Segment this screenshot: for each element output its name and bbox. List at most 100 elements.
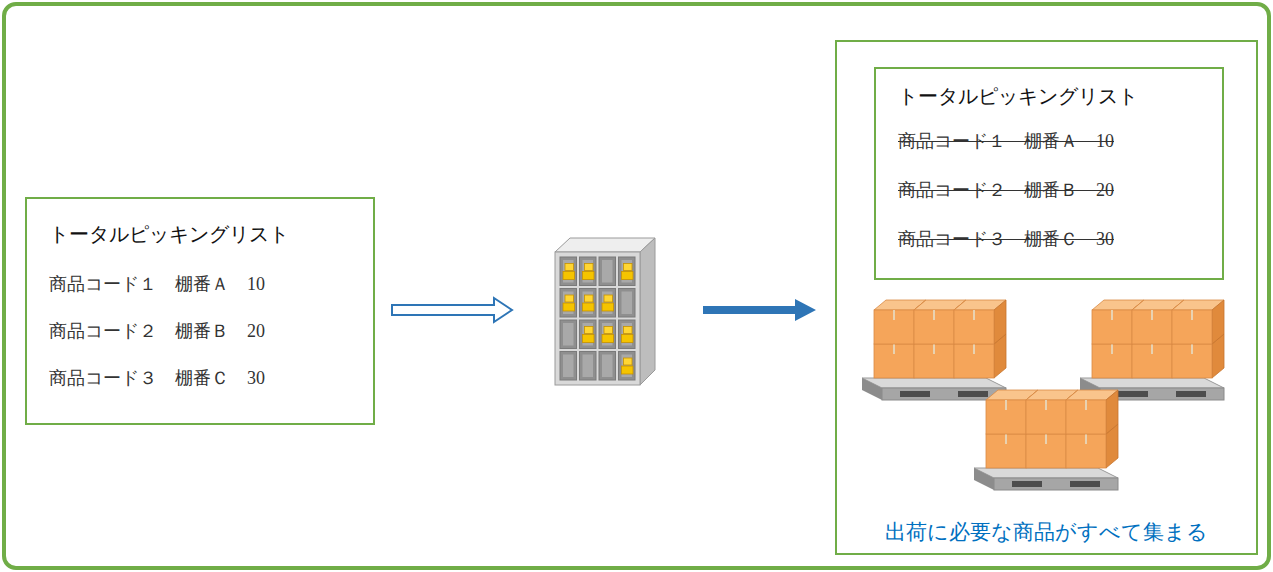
pallet-front xyxy=(882,388,1006,400)
box-tape xyxy=(893,344,895,354)
box-tape xyxy=(973,310,975,320)
box-front xyxy=(874,344,914,378)
cubby-back xyxy=(583,292,594,315)
picking-list-box: トータルピッキングリスト商品コード１ 棚番Ａ 10商品コード２ 棚番Ｂ 20商品… xyxy=(874,67,1224,280)
shelf-cubby xyxy=(560,320,577,349)
pallet-side xyxy=(862,378,882,400)
pallet-top xyxy=(862,378,1006,388)
box-front xyxy=(1066,400,1106,434)
shelf-cubby xyxy=(599,289,616,318)
box-front xyxy=(986,400,1026,434)
box-front xyxy=(1132,344,1172,378)
shelf-item xyxy=(624,264,633,271)
pallet-illustration xyxy=(1080,300,1224,400)
pallet-slot xyxy=(958,391,988,397)
box-tape xyxy=(1085,434,1087,444)
shelf-item xyxy=(565,264,574,271)
outer-frame xyxy=(4,4,1269,568)
pallet-illustration xyxy=(974,390,1118,490)
shelf-item xyxy=(585,327,594,334)
box-front xyxy=(1132,310,1172,344)
box-front xyxy=(954,344,994,378)
shelf-cubby xyxy=(580,352,597,381)
shelf-item xyxy=(604,327,613,334)
cubby-back xyxy=(622,323,633,346)
shelf-cubby xyxy=(560,289,577,318)
box-tape xyxy=(1191,310,1193,320)
result-panel: 出荷に必要な商品がすべて集まる トータルピッキングリスト商品コード１ 棚番Ａ 10… xyxy=(835,40,1258,555)
box-tape xyxy=(1151,310,1153,320)
list-heading: トータルピッキングリスト xyxy=(898,81,1138,111)
pallet-slot xyxy=(900,391,930,397)
pallet-slot xyxy=(1176,391,1206,397)
shelf-cubby xyxy=(619,320,636,349)
hollow-arrow xyxy=(392,298,512,322)
list-item: 商品コード１ 棚番Ａ 10 xyxy=(898,117,1114,166)
pallet-illustration xyxy=(862,300,1006,400)
box-front xyxy=(914,310,954,344)
cubby-back xyxy=(583,260,594,283)
cubby-back xyxy=(602,323,613,346)
box-front xyxy=(1066,434,1106,468)
shelf-cubby xyxy=(560,352,577,381)
shelf-item xyxy=(624,358,633,365)
shelf-item xyxy=(602,303,614,311)
pallet-top xyxy=(1080,378,1224,388)
box-side xyxy=(994,300,1006,344)
cubby-back xyxy=(563,292,574,315)
cubby-back xyxy=(563,323,574,346)
box-tape xyxy=(1151,344,1153,354)
shelf-item xyxy=(622,272,634,280)
cubby-back xyxy=(563,355,574,378)
shelf-item xyxy=(583,303,595,311)
list-item: 商品コード２ 棚番Ｂ 20 xyxy=(49,308,265,355)
cubby-back xyxy=(622,355,633,378)
box-tape xyxy=(933,344,935,354)
box-tape xyxy=(1085,400,1087,410)
shelf-item xyxy=(604,295,613,302)
pallet-slot xyxy=(1070,481,1100,487)
pallet-side xyxy=(974,468,994,490)
box-side xyxy=(1212,300,1224,344)
shelf-item xyxy=(583,335,595,343)
shelf-item xyxy=(563,303,575,311)
pallet-slot xyxy=(1118,391,1148,397)
box-front xyxy=(986,434,1026,468)
shelf-item xyxy=(602,335,614,343)
shelf-item xyxy=(563,272,575,280)
pallet-top xyxy=(974,468,1118,478)
shelf-cubby xyxy=(599,257,616,286)
box-front xyxy=(1092,344,1132,378)
cubby-back xyxy=(583,355,594,378)
list-heading: トータルピッキングリスト xyxy=(49,219,289,249)
box-tape xyxy=(1045,434,1047,444)
result-caption: 出荷に必要な商品がすべて集まる xyxy=(885,517,1208,547)
box-side xyxy=(1106,390,1118,434)
shelf-cubby xyxy=(619,352,636,381)
solid-arrow xyxy=(703,299,816,321)
cubby-back xyxy=(602,260,613,283)
shelf-cubby xyxy=(599,352,616,381)
box-front xyxy=(1026,434,1066,468)
shelf-item xyxy=(585,264,594,271)
shelf-item xyxy=(622,335,634,343)
box-tape xyxy=(1005,400,1007,410)
list-item: 商品コード２ 棚番Ｂ 20 xyxy=(898,166,1114,215)
shelf-cubby xyxy=(560,257,577,286)
pallet-slot xyxy=(1012,481,1042,487)
box-tape xyxy=(893,310,895,320)
box-front xyxy=(1172,344,1212,378)
shelf-top xyxy=(555,238,655,252)
shelf-item xyxy=(624,327,633,334)
box-front xyxy=(1172,310,1212,344)
box-front xyxy=(874,310,914,344)
pallet-front xyxy=(994,478,1118,490)
shelf-side xyxy=(640,238,655,385)
box-front xyxy=(914,344,954,378)
shelf-item xyxy=(565,295,574,302)
cubby-back xyxy=(622,292,633,315)
shelf-front xyxy=(555,252,640,385)
cubby-back xyxy=(602,355,613,378)
box-tape xyxy=(1111,344,1113,354)
